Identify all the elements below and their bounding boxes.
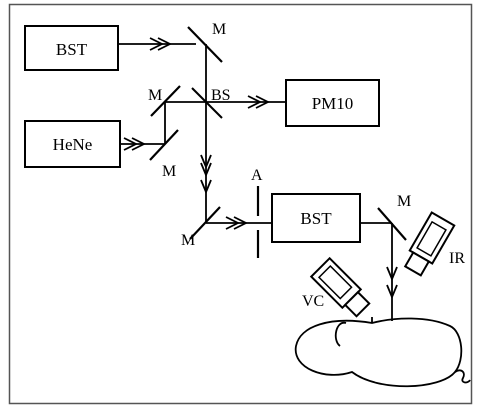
mirror-1-label: M [212,21,226,38]
beam-arrow [157,37,173,51]
beam-arrow [386,266,398,282]
beam-arrow [386,284,398,300]
mirror-5-label: M [397,193,411,210]
beam-arrow [200,162,212,178]
bst-source-box: BST [24,25,119,71]
pm10-label: PM10 [312,94,354,113]
aperture-label: A [251,167,263,184]
beam-arrow [131,137,147,151]
beam-arrow [200,154,212,170]
beam-arrow [255,95,271,109]
bst-source-label: BST [56,40,88,59]
beam-arrow [233,216,249,230]
video-camera-label: VC [302,293,324,310]
mirror-1 [187,26,223,63]
beam-arrow [225,216,241,230]
ir-camera-icon [403,211,456,277]
beam-paths [118,37,398,321]
beam-splitter [191,87,223,119]
hene-laser-box: HeNe [24,120,121,168]
beam-arrow [149,37,165,51]
mirror-4-label: M [181,232,195,249]
target-animal [294,317,471,388]
beam-arrow [123,137,139,151]
beamsplitter-label: BS [211,87,231,104]
mirror-3 [149,129,179,161]
pm10-box: PM10 [285,79,380,127]
diagram-frame [8,3,473,405]
mirror-4 [189,206,221,240]
hene-label: HeNe [53,135,93,154]
mirror-3-label: M [162,163,176,180]
mirror-5 [377,207,407,241]
ir-camera-label: IR [449,250,465,267]
beam-arrow [247,95,263,109]
bst-amplifier-box: BST [271,193,361,243]
mirror-2-label: M [148,87,162,104]
beam-arrow [200,179,212,195]
mirror-2 [150,85,181,117]
video-camera-icon [309,256,371,318]
bst-amplifier-label: BST [300,209,332,228]
